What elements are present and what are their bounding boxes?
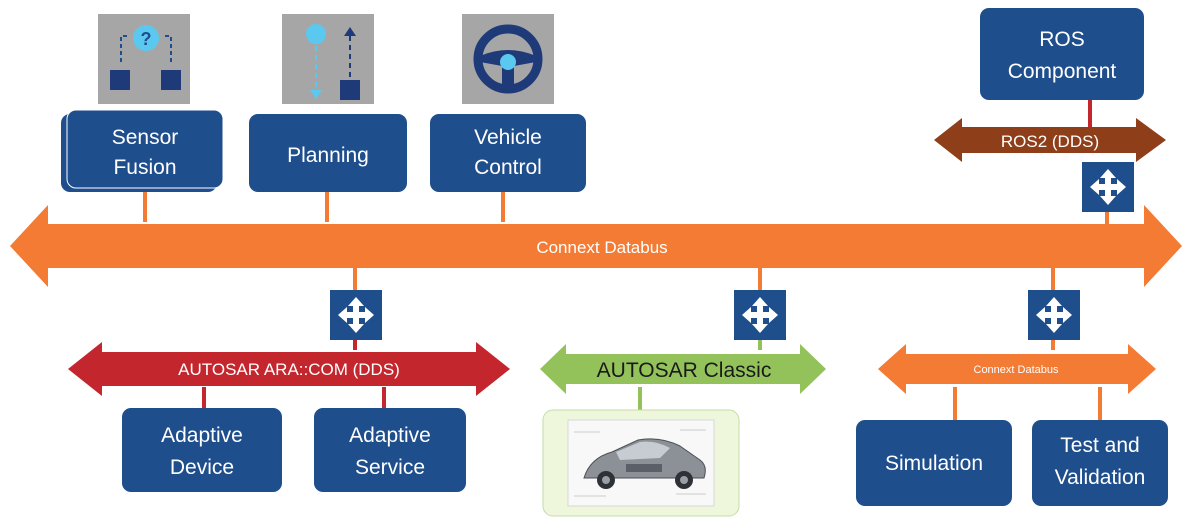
vehicle-control-label-line1: Vehicle	[474, 126, 542, 149]
adaptive-service-box: Adaptive Service	[314, 408, 466, 492]
adaptive-service-label-line2: Service	[355, 456, 425, 479]
gateway-icon-ros2	[1082, 162, 1134, 212]
ara-com-bus-label: AUTOSAR ARA::COM (DDS)	[178, 360, 400, 379]
adaptive-device-box: Adaptive Device	[122, 408, 282, 492]
simulation-box: Simulation	[856, 420, 1012, 506]
test-validation-label-line1: Test and	[1060, 434, 1139, 457]
steering-wheel-icon	[462, 14, 554, 104]
adaptive-service-label-line1: Adaptive	[349, 424, 431, 447]
question-diagram-icon: ?	[98, 14, 190, 104]
test-validation-box: Test and Validation	[1032, 420, 1168, 506]
ros-component-label-line2: Component	[1008, 60, 1117, 83]
ros-component-label-line1: ROS	[1039, 28, 1085, 51]
adaptive-device-label-line1: Adaptive	[161, 424, 243, 447]
test-validation-label-line2: Validation	[1055, 466, 1146, 489]
vehicle-control-label-line2: Control	[474, 156, 542, 179]
ros2-bus-label: ROS2 (DDS)	[1001, 132, 1099, 151]
main-databus: Connext Databus	[10, 205, 1182, 287]
small-databus: Connext Databus	[878, 344, 1156, 394]
sensor-fusion-box: Sensor Fusion	[61, 109, 224, 192]
svg-text:?: ?	[141, 29, 152, 49]
simulation-label: Simulation	[885, 452, 983, 475]
ros2-bus: ROS2 (DDS)	[934, 118, 1166, 162]
ara-com-bus: AUTOSAR ARA::COM (DDS)	[68, 342, 510, 396]
autosar-classic-bus-label: AUTOSAR Classic	[597, 359, 772, 382]
gateway-icon-simulation	[1028, 290, 1080, 340]
small-databus-label: Connext Databus	[974, 364, 1059, 376]
planning-label: Planning	[287, 144, 369, 167]
vehicle-control-box: Vehicle Control	[430, 114, 586, 192]
sensor-fusion-label-line1: Sensor	[112, 126, 179, 149]
ros-component-box: ROS Component	[980, 8, 1144, 100]
path-planning-icon	[282, 14, 374, 104]
autosar-classic-bus: AUTOSAR Classic	[540, 344, 826, 394]
sensor-fusion-label-line2: Fusion	[113, 156, 176, 179]
gateway-icon-ara-com	[330, 290, 382, 340]
adaptive-device-label-line2: Device	[170, 456, 234, 479]
planning-box: Planning	[249, 114, 407, 192]
gateway-icon-classic	[734, 290, 786, 340]
car-cutaway-icon	[542, 409, 740, 517]
main-databus-label: Connext Databus	[536, 238, 667, 257]
